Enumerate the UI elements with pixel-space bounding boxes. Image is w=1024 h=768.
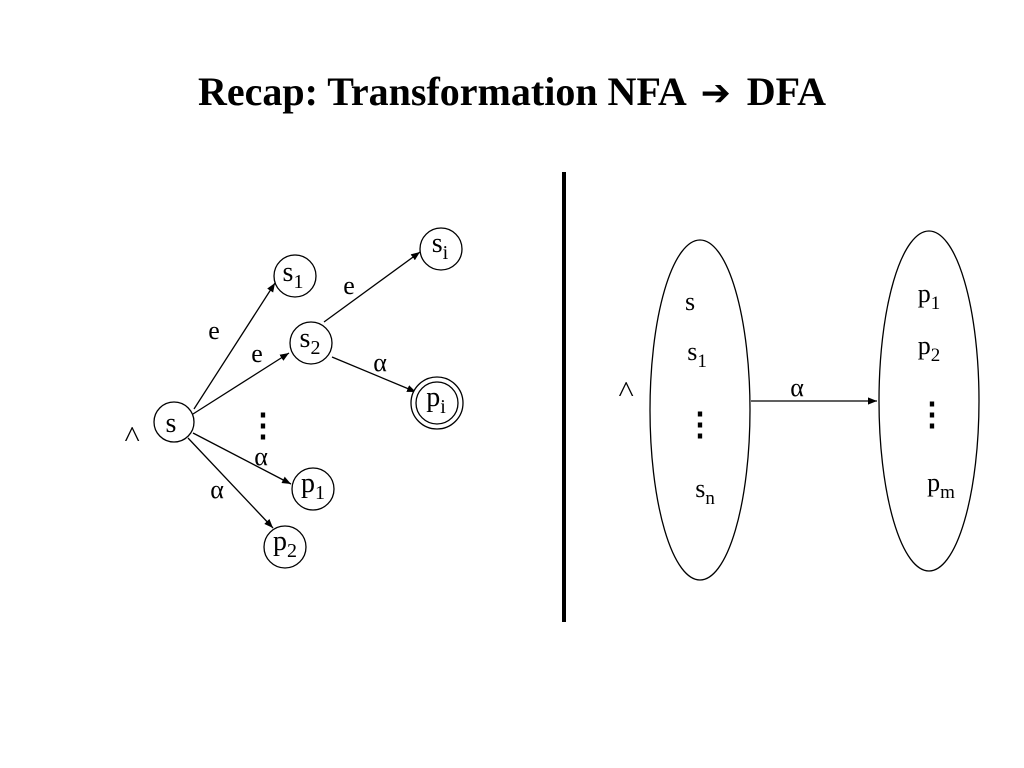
right-set-item-p2: p2 — [918, 331, 941, 366]
right-set-item-pm: pm — [927, 468, 955, 503]
state-s-label: s — [166, 408, 177, 439]
edge-label-s-s2: e — [251, 339, 263, 368]
edge-s-s1 — [193, 282, 276, 410]
state-p1: p1 — [291, 467, 335, 511]
left-set-item-s: s — [685, 287, 695, 316]
edge-label-s-s1: e — [208, 316, 220, 345]
state-pi-accepting: pi — [410, 376, 464, 430]
nfa-start-marker: > — [116, 426, 149, 443]
dfa-graph: > α s s1 ⋮ sn p1 p2 ⋮ pm — [610, 230, 980, 581]
state-p2-label: p2 — [273, 526, 297, 562]
state-s1: s1 — [273, 254, 317, 298]
state-pi-label: pi — [426, 382, 446, 418]
right-arrow-icon: ➔ — [700, 73, 731, 114]
state-p2: p2 — [263, 525, 307, 569]
edge-s2-pi — [331, 356, 417, 393]
state-s2: s2 — [289, 321, 333, 365]
state-s: s — [153, 401, 195, 443]
edge-s2-si — [323, 251, 421, 323]
nfa-ellipsis: ⋮ — [247, 407, 279, 443]
left-set-ellipsis: ⋮ — [684, 406, 716, 442]
dfa-state-left — [649, 239, 751, 581]
slide-title: Recap: Transformation NFA ➔ DFA — [0, 64, 1024, 122]
right-set-item-p1: p1 — [918, 279, 941, 314]
edge-label-s-p2: α — [210, 475, 224, 504]
edge-label-s2-pi: α — [373, 348, 387, 377]
edge-s-s2 — [192, 352, 290, 415]
dfa-start-marker: > — [610, 381, 643, 398]
state-p1-label: p1 — [301, 468, 325, 504]
dfa-transition-label: α — [790, 373, 804, 402]
edge-label-s-p1: α — [254, 442, 268, 471]
right-set-ellipsis: ⋮ — [916, 396, 948, 432]
title-prefix: Recap: Transformation NFA — [197, 69, 685, 114]
dfa-state-right — [878, 230, 980, 572]
left-set-item-sn: sn — [695, 474, 715, 509]
nfa-graph: > s s1 s2 si pi p1 p2 — [116, 227, 464, 569]
edge-s-p2 — [187, 437, 274, 529]
state-s1-label: s1 — [283, 257, 304, 293]
edge-s-p1 — [192, 432, 292, 485]
state-s2-label: s2 — [300, 323, 321, 359]
left-set-item-s1: s1 — [687, 337, 707, 372]
title-suffix: DFA — [746, 69, 827, 114]
state-si: si — [419, 227, 463, 271]
edge-label-s2-si: e — [343, 271, 355, 300]
state-si-label: si — [432, 228, 449, 264]
